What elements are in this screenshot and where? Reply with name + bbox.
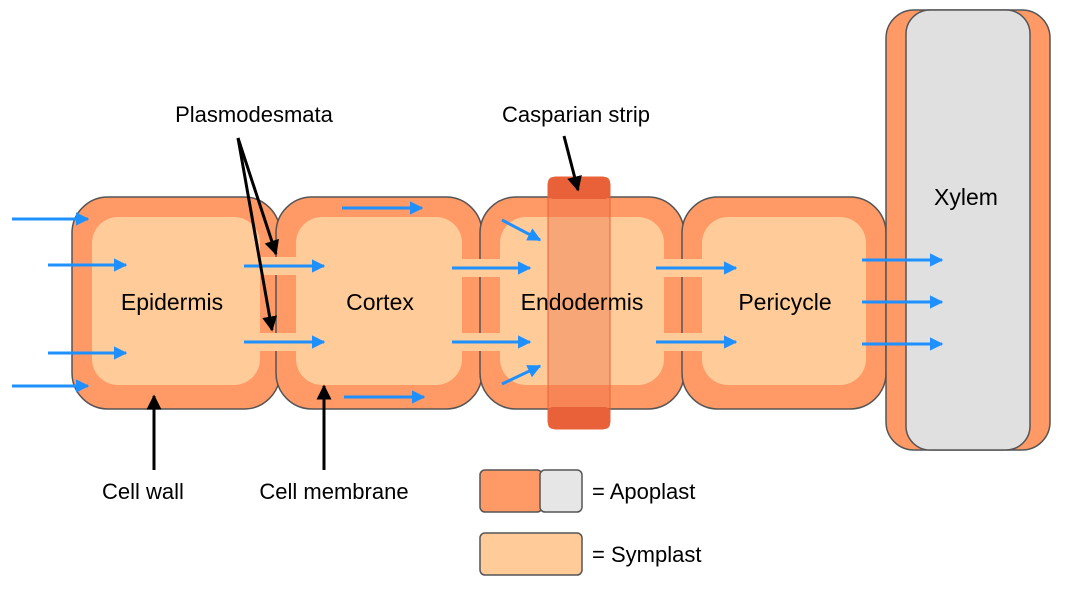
endodermis-symplast <box>500 217 664 385</box>
plasmodesmata-pointer <box>236 137 278 332</box>
cell-cortex <box>275 196 483 410</box>
pericycle-label: Pericycle <box>738 289 831 315</box>
cell-endodermis <box>479 196 685 410</box>
plasmodesmata-channels <box>258 257 704 351</box>
legend-apoplast-swatch-orange <box>479 469 543 513</box>
cell-wall-label: Cell wall <box>102 479 184 504</box>
xylem-label: Xylem <box>934 184 998 210</box>
casparian-strip-pointer <box>562 135 582 192</box>
pointer-arrows <box>146 135 582 470</box>
legend-symplast-label: = Symplast <box>592 542 701 567</box>
apoplast-arrow-blocked <box>501 218 542 242</box>
casparian-strip-label: Casparian strip <box>502 102 650 127</box>
apoplast-arrow-blocked <box>501 364 542 386</box>
plasmodesmata-label: Plasmodesmata <box>175 102 334 127</box>
water-path-arrows <box>12 201 944 404</box>
epidermis-label: Epidermis <box>121 289 223 315</box>
legend-symplast: = Symplast <box>479 532 701 576</box>
cell-pericycle <box>681 196 887 410</box>
legend: = Apoplast = Symplast <box>479 469 701 576</box>
plasmodesmata-pointer <box>236 137 279 256</box>
epidermis-symplast <box>92 217 260 385</box>
pericycle-symplast <box>702 217 866 385</box>
cortex-symplast <box>296 217 462 385</box>
legend-apoplast-swatch-grey <box>539 469 583 513</box>
xylem-lumen <box>905 9 1031 451</box>
legend-apoplast: = Apoplast <box>479 469 695 513</box>
xylem-vessel <box>885 9 1051 451</box>
legend-symplast-swatch <box>479 532 583 576</box>
cortex-label: Cortex <box>346 289 414 315</box>
casparian-strip-bottom <box>548 407 610 429</box>
legend-apoplast-label: = Apoplast <box>592 479 695 504</box>
cell-membrane-label: Cell membrane <box>259 479 408 504</box>
endodermis-label: Endodermis <box>521 289 644 315</box>
